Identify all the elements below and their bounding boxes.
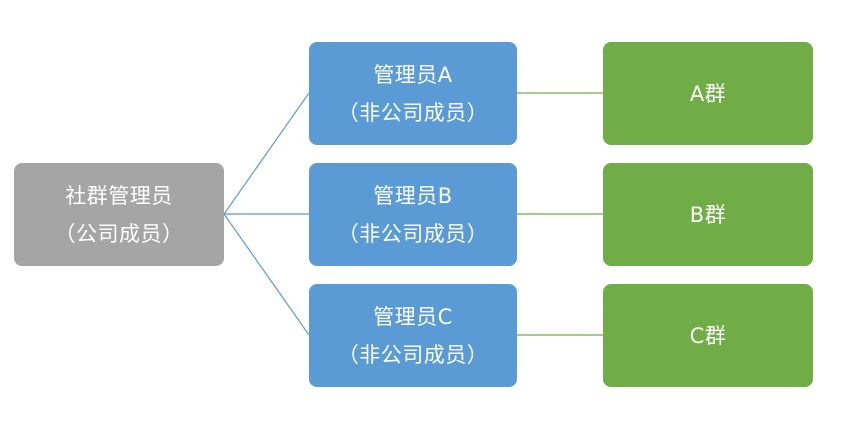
admin-node-b: 管理员B （非公司成员）	[309, 163, 517, 266]
group-node-a: A群	[603, 42, 813, 145]
group-node-c: C群	[603, 284, 813, 387]
admin-node-subtitle: （非公司成员）	[337, 221, 489, 246]
connector-root-to-admin-c	[223, 213, 310, 336]
admin-node-subtitle: （非公司成员）	[337, 342, 489, 367]
admin-node-a: 管理员A （非公司成员）	[309, 42, 517, 145]
admin-node-c: 管理员C （非公司成员）	[309, 284, 517, 387]
root-node-community-manager: 社群管理员 （公司成员）	[14, 163, 224, 266]
admin-node-title: 管理员A	[373, 62, 453, 87]
root-node-subtitle: （公司成员）	[54, 221, 184, 246]
admin-node-subtitle: （非公司成员）	[337, 100, 489, 125]
admin-node-title: 管理员C	[373, 304, 453, 329]
group-node-label: C群	[689, 323, 727, 348]
connector-root-to-admin-a	[223, 92, 310, 215]
admin-node-title: 管理员B	[373, 183, 453, 208]
group-node-label: A群	[689, 81, 727, 106]
group-node-label: B群	[689, 202, 727, 227]
group-node-b: B群	[603, 163, 813, 266]
root-node-title: 社群管理员	[65, 183, 173, 208]
